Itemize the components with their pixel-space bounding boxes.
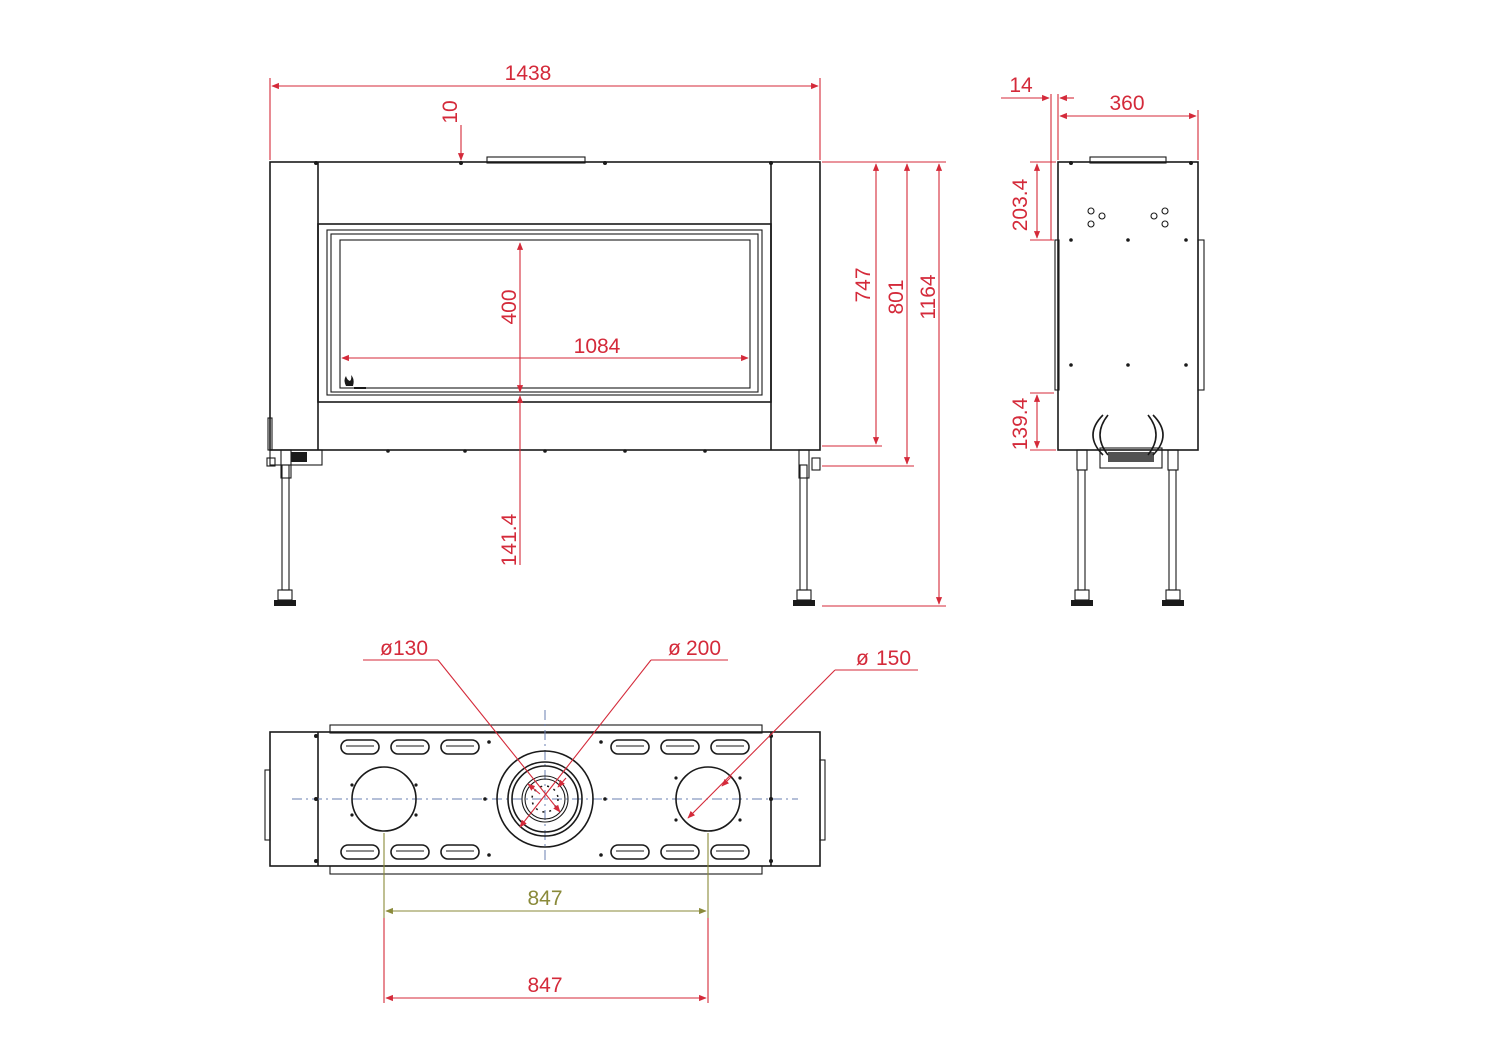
label-10: 10 — [439, 100, 462, 123]
label-139-4: 139.4 — [1009, 397, 1032, 450]
side-left-leg — [1071, 449, 1093, 606]
flame-logo-icon — [344, 375, 354, 386]
dim-side-top — [1030, 161, 1056, 241]
glass-opening — [339, 239, 751, 389]
label-1164: 1164 — [917, 274, 940, 319]
label-14: 14 — [1009, 74, 1033, 97]
leader-diameter-150 — [687, 669, 918, 819]
valve-connector — [266, 457, 276, 467]
label-1438: 1438 — [505, 62, 552, 85]
vent-slots — [340, 739, 750, 860]
label-360: 360 — [1109, 92, 1144, 115]
side-rear-flange — [1197, 239, 1205, 391]
dim-height-747 — [822, 161, 882, 447]
flue-hole-130 — [351, 766, 417, 832]
dim-frame-depth — [1001, 94, 1074, 240]
label-141-4: 141.4 — [498, 513, 521, 566]
side-body-outline — [1057, 161, 1199, 451]
label-747: 747 — [852, 267, 875, 302]
top-screws — [314, 734, 773, 863]
flue-pipe-outer — [521, 775, 569, 823]
label-diameter-200: 200 — [686, 637, 721, 660]
leader-diameter-130 — [363, 659, 561, 813]
label-203-4: 203.4 — [1009, 178, 1032, 231]
flue-collar-outer — [496, 750, 594, 848]
right-clamp — [1152, 414, 1164, 456]
burner-control — [1108, 452, 1154, 462]
flue-pipe-inner — [524, 778, 566, 820]
front-left-leg — [274, 449, 296, 606]
dim-side-bottom — [1030, 392, 1056, 451]
symbol-diameter-200: ø — [668, 637, 681, 660]
dim-spacing-847-b — [383, 918, 709, 1003]
side-front-frame — [1054, 239, 1060, 391]
side-view: 14 360 203.4 139.4 — [1001, 74, 1205, 606]
top-rear-lip — [329, 865, 763, 875]
label-801: 801 — [885, 279, 908, 314]
front-view: 1438 10 400 1084 141.4 747 801 — [266, 62, 946, 607]
front-body-outline — [269, 161, 821, 451]
flue-bolt-circle — [531, 785, 559, 813]
top-view: ø 130 ø 200 ø 150 847 847 — [264, 637, 918, 1003]
dim-spacing-847-a — [383, 833, 709, 918]
top-flue-plate — [486, 156, 586, 164]
burner-box — [1099, 447, 1163, 469]
dim-depth-360 — [1059, 110, 1199, 160]
label-847-b: 847 — [527, 974, 562, 997]
leader-diameter-200 — [519, 659, 728, 828]
left-clamp-inner — [1099, 414, 1109, 456]
right-clamp-inner — [1147, 414, 1157, 456]
dim-total-height — [822, 161, 946, 607]
flue-collar-200 — [507, 761, 583, 837]
front-screws — [314, 161, 773, 453]
dim-height-801 — [822, 161, 914, 467]
front-inner-frame — [317, 223, 772, 403]
glass-bezel — [330, 233, 759, 393]
top-left-tab — [264, 769, 271, 841]
top-right-tab — [819, 759, 826, 841]
label-400: 400 — [498, 289, 521, 324]
label-847-a: 847 — [527, 887, 562, 910]
side-screws — [1069, 161, 1193, 367]
side-top-plate — [1089, 156, 1167, 164]
flue-hole-150 — [675, 766, 741, 832]
label-diameter-150: 150 — [876, 647, 911, 670]
symbol-diameter-130: ø — [380, 637, 393, 660]
symbol-diameter-150: ø — [856, 647, 869, 670]
left-clamp — [1092, 414, 1104, 456]
gas-valve — [291, 452, 307, 462]
dim-overall-width — [269, 78, 821, 160]
front-right-leg — [793, 449, 821, 606]
label-diameter-130: 130 — [393, 637, 428, 660]
flue-collar-inner — [511, 765, 579, 833]
side-right-leg — [1162, 449, 1184, 606]
label-1084: 1084 — [574, 335, 621, 358]
top-front-lip — [329, 724, 763, 734]
glass-frame — [326, 229, 763, 396]
